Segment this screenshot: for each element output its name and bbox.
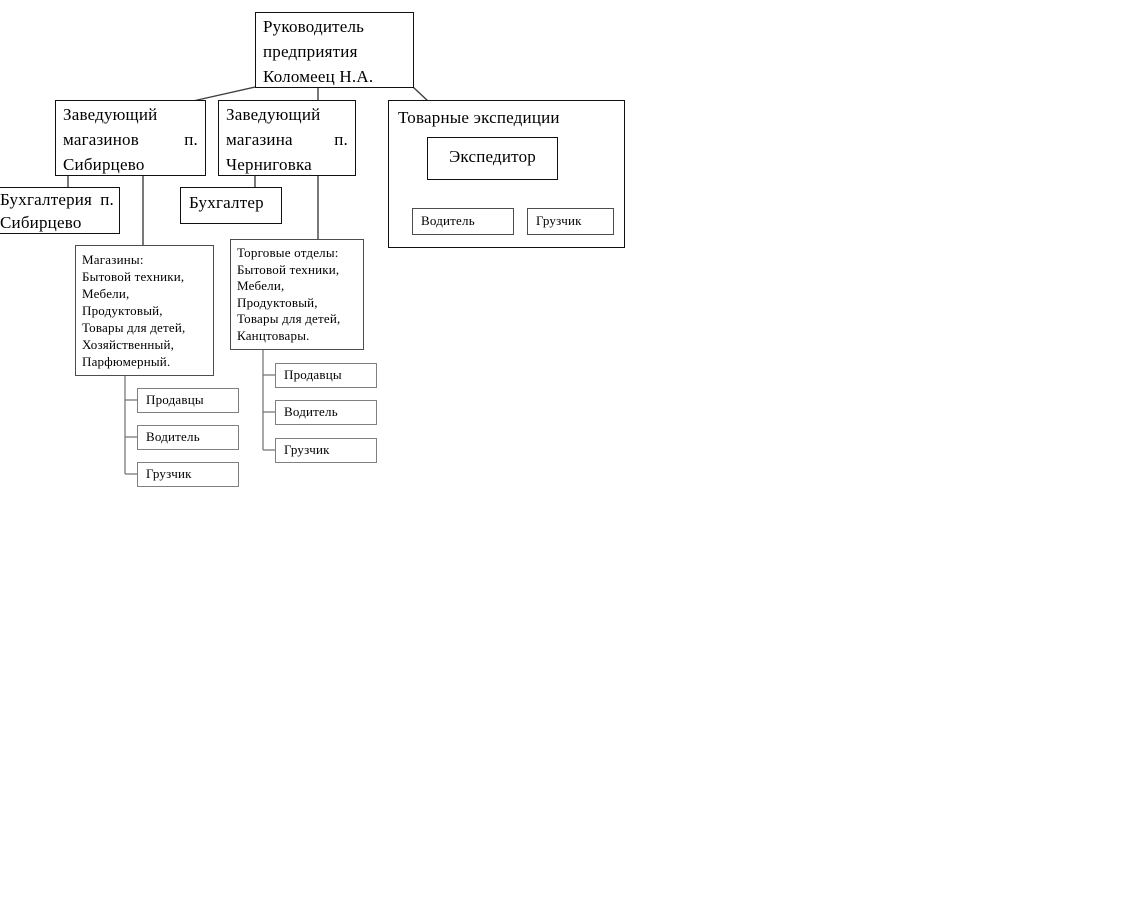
stores-list-line: Парфюмерный. [82,354,171,369]
node-dept-staff-driver: Водитель [275,400,377,425]
node-accountant: Бухгалтер [180,187,282,224]
stores-list-line: Мебели, [82,286,130,301]
node-expedition-driver: Водитель [412,208,514,235]
stores-list-line: Хозяйственный, [82,337,175,352]
node-manager-chernigovka-label: Заведующий магазина п. Черниговка [226,105,348,174]
node-expedition-loader: Грузчик [527,208,614,235]
departments-list-line: Торговые отделы: [237,245,339,260]
node-expeditions-label: Товарные экспедиции [398,108,560,127]
node-manager-sibirtsevo-label: Заведующий магазинов п. Сибирцево [63,105,198,174]
node-store-staff-sellers: Продавцы [137,388,239,413]
departments-list-line: Мебели, [237,278,285,293]
store-staff-label: Грузчик [146,466,192,481]
stores-list-line: Бытовой техники, [82,269,185,284]
stores-list-line: Товары для детей, [82,320,186,335]
node-director: Руководитель предприятия Коломеец Н.А. [255,12,414,88]
node-dept-staff-sellers: Продавцы [275,363,377,388]
departments-list-line: Товары для детей, [237,311,341,326]
node-dept-staff-loader: Грузчик [275,438,377,463]
store-staff-label: Водитель [146,429,200,444]
stores-list-line: Магазины: [82,252,144,267]
node-stores-list: Магазины: Бытовой техники, Мебели, Проду… [75,245,214,376]
node-accountant-label: Бухгалтер [189,193,264,212]
node-store-staff-loader: Грузчик [137,462,239,487]
node-manager-chernigovka: Заведующий магазина п. Черниговка [218,100,356,176]
departments-list-line: Канцтовары. [237,327,310,343]
node-expeditor-label: Экспедитор [449,147,536,166]
node-store-staff-driver: Водитель [137,425,239,450]
node-accounting-sibirtsevo: Бухгалтерия п. Сибирцево [0,187,120,234]
node-accounting-sibirtsevo-label: Бухгалтерия п. Сибирцево [0,190,114,232]
node-expedition-loader-label: Грузчик [536,213,582,228]
stores-list-line: Продуктовый, [82,303,163,318]
node-expedition-driver-label: Водитель [421,213,475,228]
node-manager-sibirtsevo: Заведующий магазинов п. Сибирцево [55,100,206,176]
departments-list-line: Бытовой техники, [237,261,340,277]
node-expeditor: Экспедитор [427,137,558,180]
node-director-label: Руководитель предприятия Коломеец Н.А. [263,17,374,86]
store-staff-label: Продавцы [146,392,204,407]
departments-list-line: Продуктовый, [237,294,318,310]
dept-staff-label: Водитель [284,404,338,419]
dept-staff-label: Грузчик [284,442,330,457]
dept-staff-label: Продавцы [284,367,342,382]
node-departments-list: Торговые отделы: Бытовой техники, Мебели… [230,239,364,350]
